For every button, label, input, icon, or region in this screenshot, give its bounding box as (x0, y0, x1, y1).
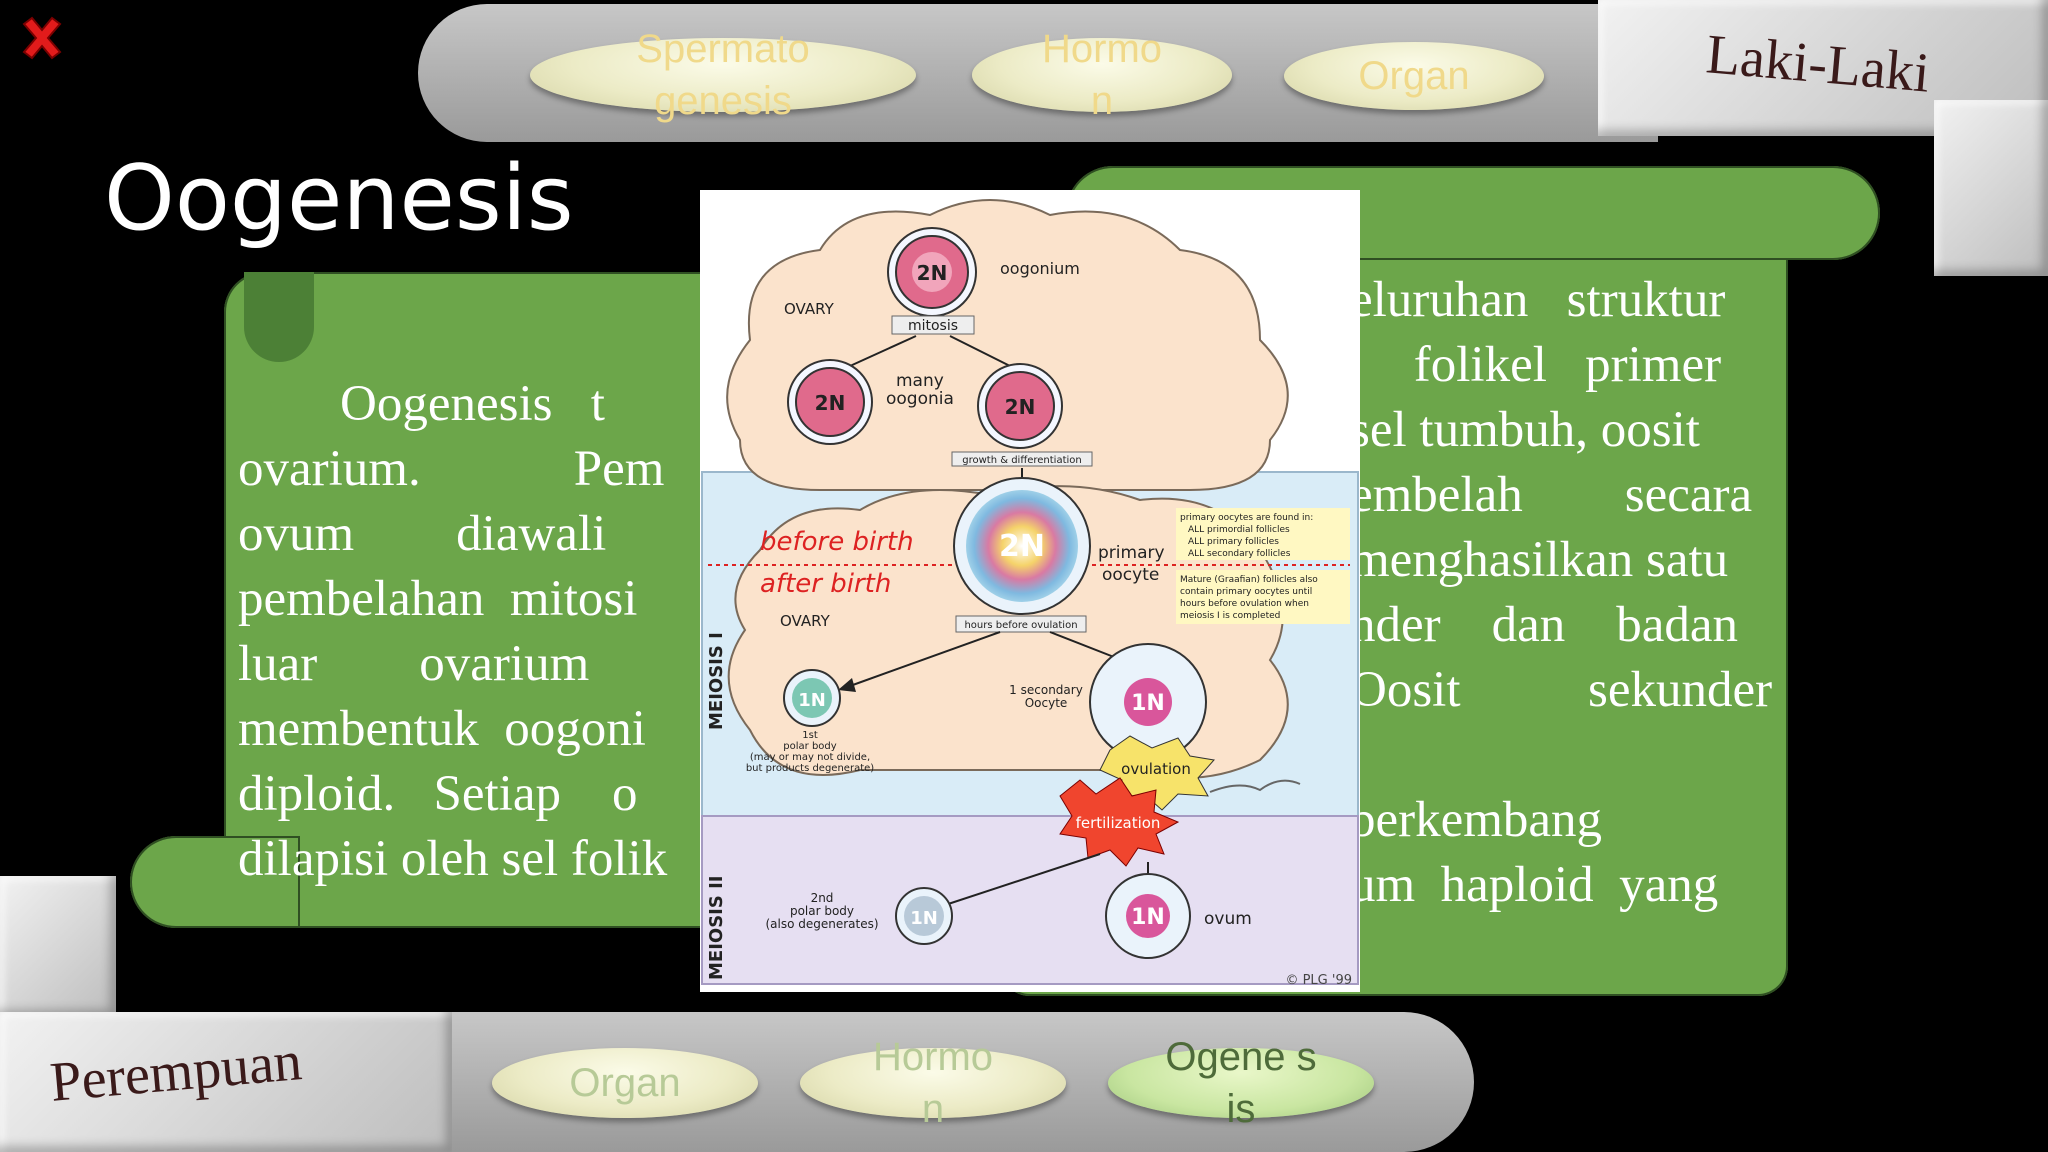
section-female-tab[interactable] (0, 1012, 452, 1152)
follicle-note-1: primary oocytes are found in: (1180, 513, 1313, 523)
growth-label: growth & differentiation (962, 455, 1081, 466)
ovary-mid-label: OVARY (780, 612, 831, 630)
nav-hormon-male-label: Hormo n (1041, 27, 1163, 123)
nav-hormon-female-button[interactable]: Hormo n (800, 1035, 1066, 1131)
left-panel-text: Oogenesis t ovarium. Pem ovum diawali pe… (238, 376, 668, 887)
first-polar-ploidy: 1N (798, 690, 826, 711)
nav-organ-male-label: Organ (1358, 54, 1470, 98)
section-female-tab-arm (0, 876, 116, 1016)
follicle-note-2: ALL primordial follicles (1188, 525, 1290, 535)
close-icon[interactable] (18, 14, 66, 62)
mature-note-2: contain primary oocytes until (1180, 587, 1312, 597)
left-scroll-curl-top (244, 272, 314, 362)
ovary-top-label: OVARY (784, 300, 835, 318)
bottom-nav-bar: Organ Hormo n Ogene sis (452, 1012, 1474, 1152)
page-title: Oogenesis (104, 146, 574, 251)
nav-organ-female-label: Organ (569, 1061, 681, 1105)
before-birth-label: before birth (760, 527, 914, 557)
nav-oogenesis-button[interactable]: Ogene sis (1108, 1035, 1374, 1131)
ovum-label: ovum (1204, 909, 1252, 929)
oogonium-ploidy: 2N (917, 261, 948, 285)
follicle-note-3: ALL primary follicles (1188, 537, 1279, 547)
follicle-note-4: ALL secondary follicles (1188, 549, 1291, 559)
nav-hormon-female-label: Hormo n (872, 1035, 994, 1131)
mature-note-3: hours before ovulation when (1180, 599, 1309, 609)
hours-before-label: hours before ovulation (964, 620, 1077, 631)
right-panel-text: eluruhan struktur folikel primer sel tum… (1350, 272, 1774, 928)
section-male-tab-arm (1934, 100, 2048, 276)
ovum-ploidy: 1N (1131, 905, 1165, 930)
oogonia-b-ploidy: 2N (1005, 395, 1036, 419)
top-nav-bar: Spermato genesis Hormo n Organ (418, 4, 1658, 142)
nav-spermatogenesis-button[interactable]: Spermato genesis (530, 27, 916, 123)
meiosis-1-label: MEIOSIS I (706, 632, 727, 730)
diagram-copyright: © PLG '99 (1285, 973, 1352, 988)
meiosis-2-label: MEIOSIS II (706, 876, 727, 981)
nav-organ-female-button[interactable]: Organ (492, 1048, 758, 1118)
nav-hormon-male-button[interactable]: Hormo n (972, 27, 1232, 123)
fertilization-label: fertilization (1076, 814, 1161, 832)
mature-note-4: meiosis I is completed (1180, 611, 1280, 621)
nav-spermatogenesis-label: Spermato genesis (636, 27, 810, 123)
left-scroll-bottom (130, 836, 300, 928)
mitosis-label: mitosis (908, 318, 958, 334)
nav-organ-male-button[interactable]: Organ (1284, 42, 1544, 110)
oogonium-label: oogonium (1000, 259, 1080, 278)
after-birth-label: after birth (760, 569, 891, 599)
ovulation-label: ovulation (1121, 760, 1191, 778)
secondary-oocyte-ploidy: 1N (1131, 691, 1165, 716)
second-polar-ploidy: 1N (910, 908, 938, 929)
primary-oocyte-ploidy: 2N (999, 529, 1045, 564)
oogonia-a-ploidy: 2N (815, 391, 846, 415)
mature-note-1: Mature (Graafian) follicles also (1180, 575, 1318, 585)
nav-oogenesis-label: Ogene sis (1165, 1035, 1317, 1131)
